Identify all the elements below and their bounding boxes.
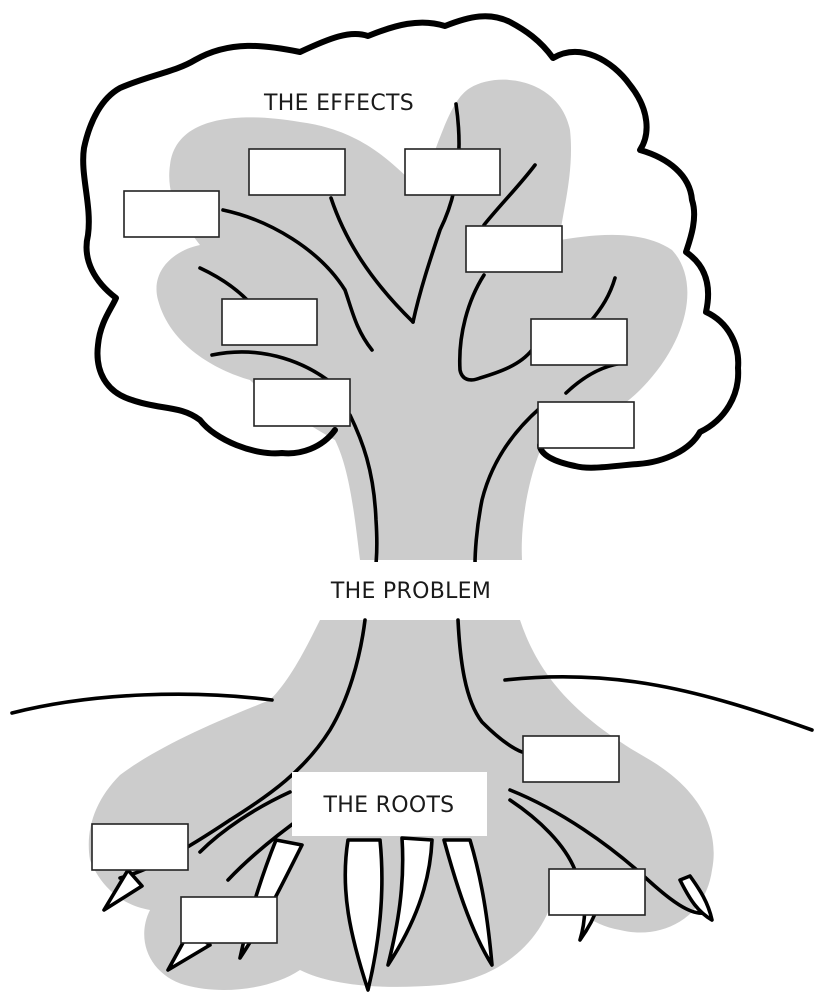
effect-box-4[interactable] — [465, 225, 563, 273]
effects-label: THE EFFECTS — [263, 91, 414, 116]
ground-line-right — [503, 674, 814, 732]
problem-label-bg — [300, 562, 522, 617]
effect-box-3[interactable] — [404, 148, 501, 196]
root-box-4[interactable] — [180, 896, 278, 944]
ground-line-left — [10, 692, 274, 715]
effect-box-8[interactable] — [537, 401, 635, 449]
root-box-2[interactable] — [91, 823, 189, 871]
roots-boxes — [91, 735, 646, 944]
canopy-outline — [80, 13, 742, 471]
effect-box-7[interactable] — [253, 378, 351, 427]
effect-box-2[interactable] — [248, 148, 346, 196]
effect-box-1[interactable] — [123, 190, 220, 238]
trunk-lines — [118, 102, 706, 915]
roots-label-bg — [292, 772, 487, 836]
effects-boxes — [123, 148, 635, 449]
problem-label: THE PROBLEM — [330, 579, 491, 604]
root-box-3[interactable] — [548, 868, 646, 916]
effect-box-5[interactable] — [221, 298, 318, 346]
effect-box-6[interactable] — [530, 318, 628, 366]
roots-label: THE ROOTS — [323, 793, 455, 818]
root-box-1[interactable] — [522, 735, 620, 783]
